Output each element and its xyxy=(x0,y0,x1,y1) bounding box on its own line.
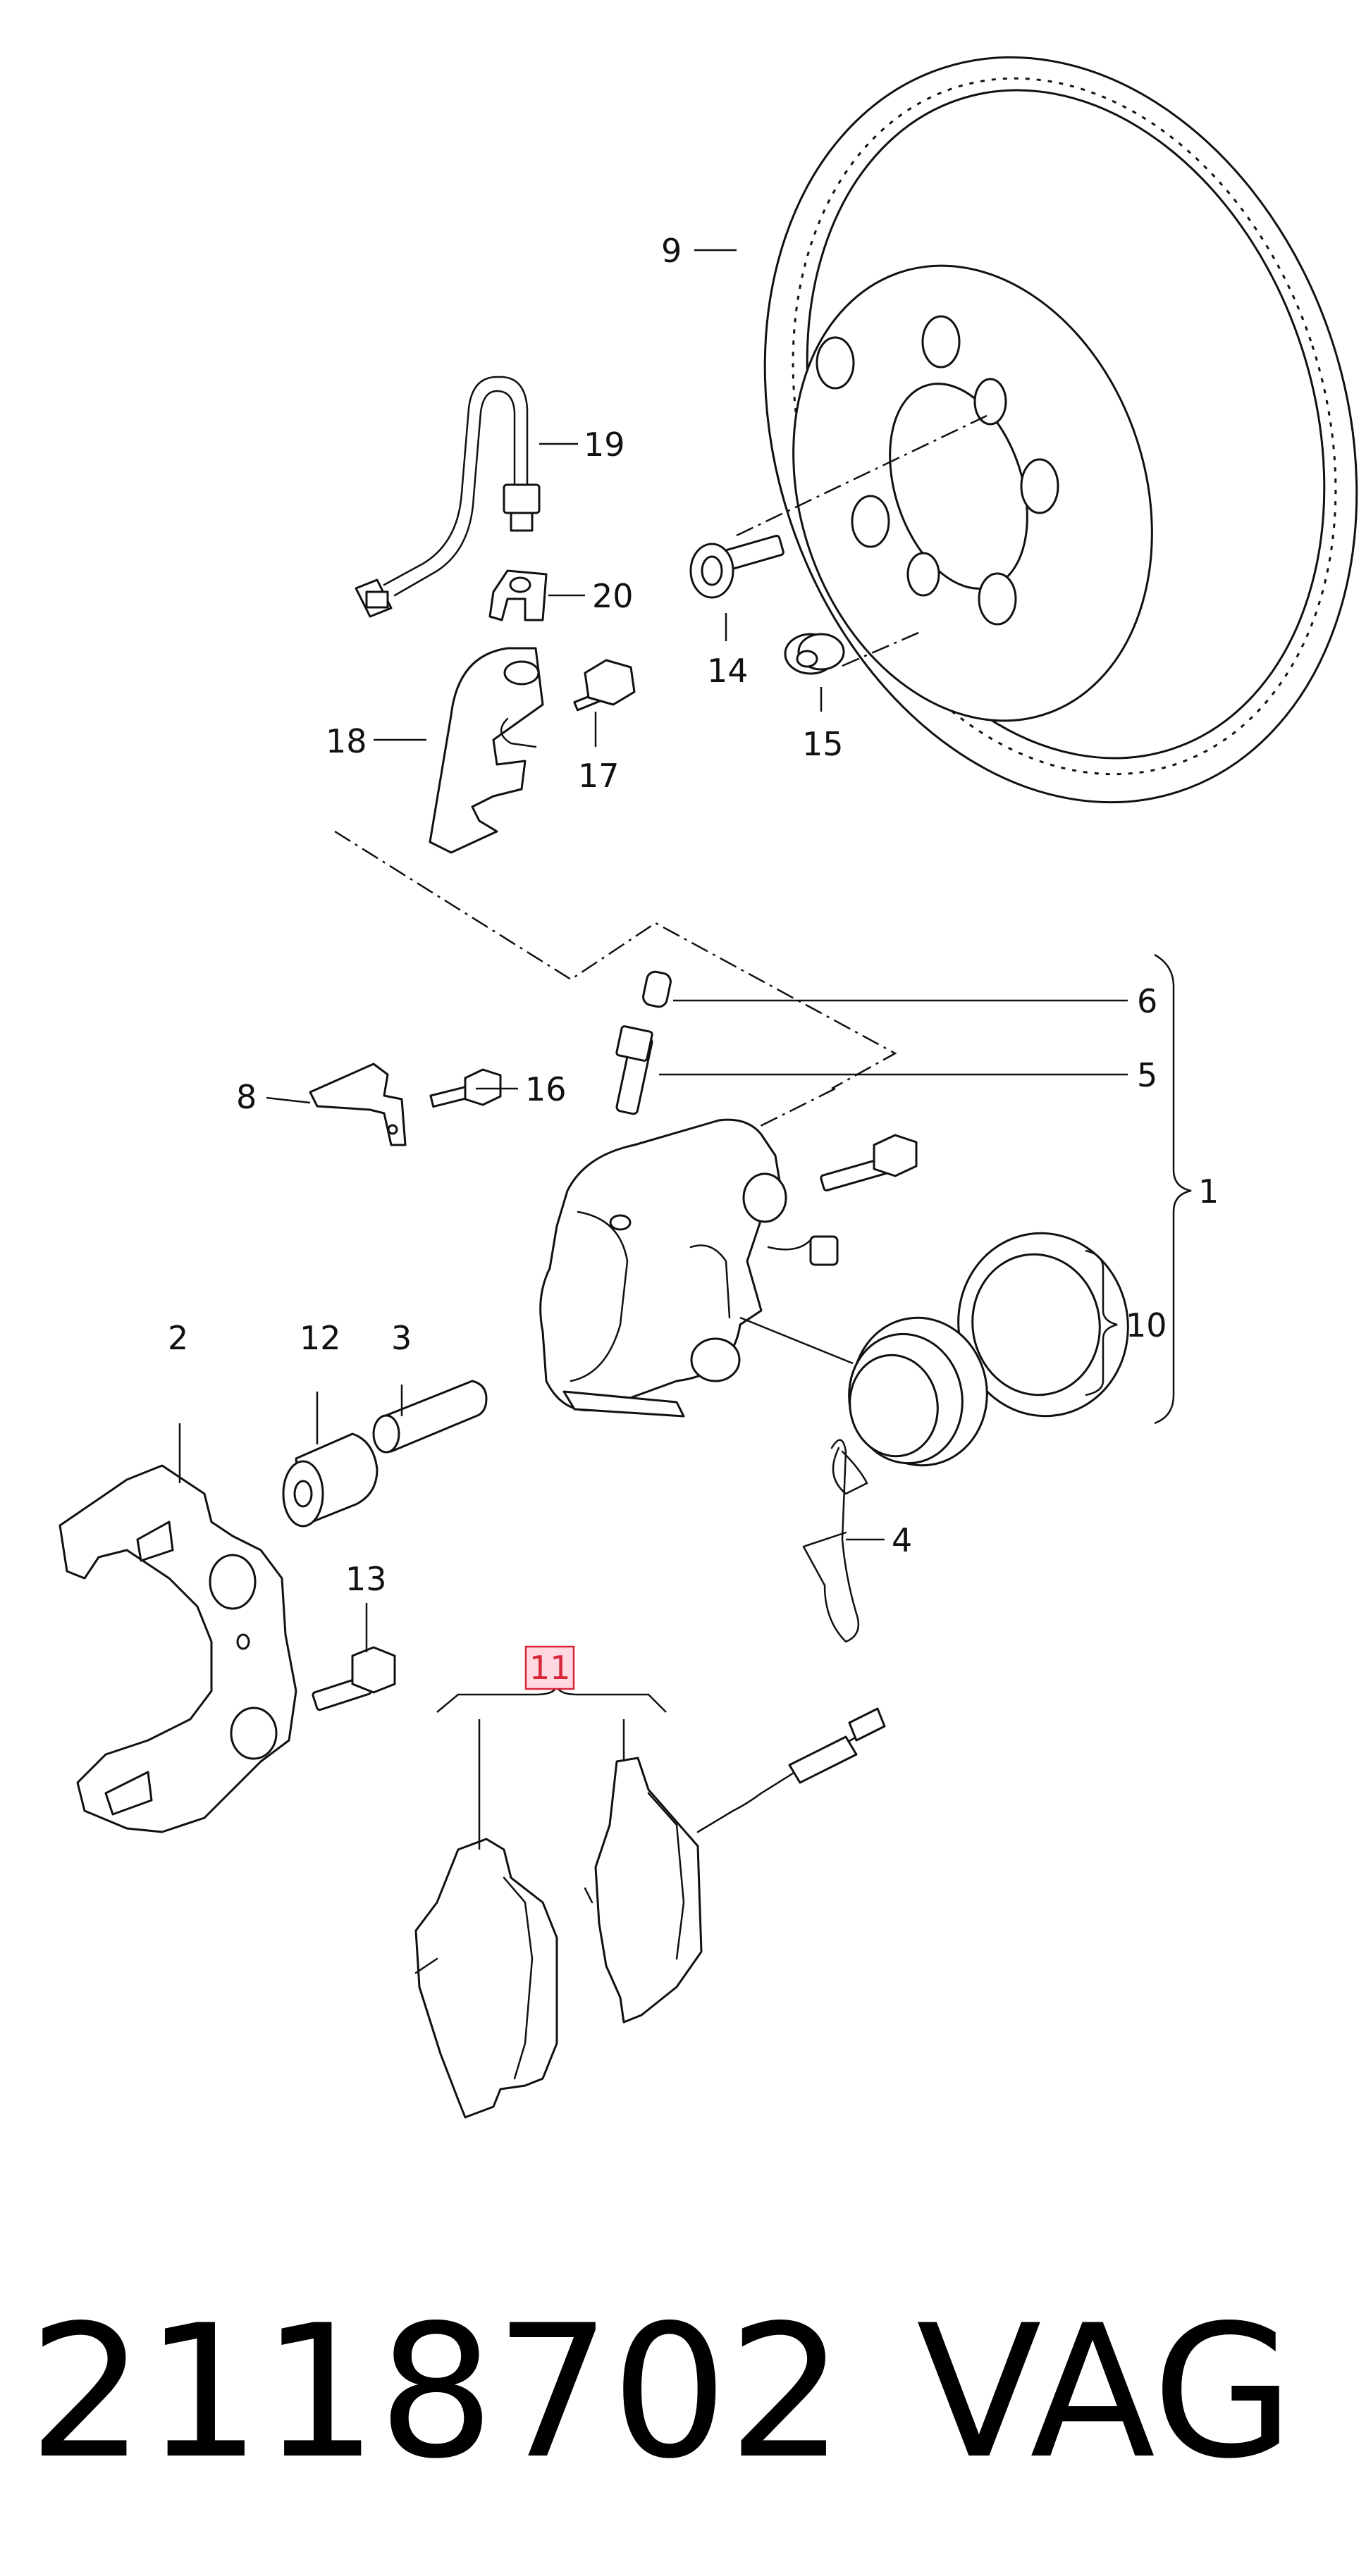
bleed-screw xyxy=(615,1025,653,1115)
callout-13: 13 xyxy=(345,1560,387,1598)
callout-20: 20 xyxy=(592,577,634,615)
brake-pad-right xyxy=(584,1707,886,2024)
hose-bracket xyxy=(429,647,544,854)
retaining-plate xyxy=(309,1063,407,1146)
caliper-bolt xyxy=(820,1134,918,1191)
callout-8: 8 xyxy=(236,1078,257,1116)
wear-sensor-lead xyxy=(767,1235,839,1266)
disc-screw xyxy=(689,534,784,599)
piston-seal-kit xyxy=(848,1232,1129,1467)
brand-name: VAG xyxy=(916,2286,1294,2499)
callout-16: 16 xyxy=(525,1070,567,1108)
carrier-bolt xyxy=(312,1646,396,1711)
brake-caliper xyxy=(539,1118,787,1418)
callout-3: 3 xyxy=(391,1319,412,1357)
callout-17: 17 xyxy=(578,757,620,795)
callout-10: 10 xyxy=(1126,1306,1167,1344)
callout-5: 5 xyxy=(1137,1056,1157,1094)
callout-12: 12 xyxy=(300,1319,341,1357)
callout-18: 18 xyxy=(326,722,367,760)
plate-bolt xyxy=(429,1068,502,1108)
callout-4: 4 xyxy=(892,1521,912,1559)
brake-hose xyxy=(355,376,541,618)
callout-11-highlight: 11 xyxy=(524,1645,575,1690)
hose-clip xyxy=(488,569,548,621)
callout-15: 15 xyxy=(802,725,844,763)
callout-19: 19 xyxy=(584,426,625,464)
bleed-cap xyxy=(642,970,672,1008)
callout-11: 11 xyxy=(529,1649,571,1687)
spring-clip xyxy=(802,1439,868,1643)
guide-bush xyxy=(282,1432,379,1528)
locating-pin xyxy=(784,633,845,675)
bracket-bolt xyxy=(573,659,636,712)
brake-pad-left xyxy=(414,1838,558,2119)
guide-pin xyxy=(372,1380,488,1454)
callout-9: 9 xyxy=(661,232,682,270)
callout-1: 1 xyxy=(1198,1172,1219,1210)
callout-14: 14 xyxy=(707,652,749,690)
part-number: 2118702 xyxy=(28,2286,844,2499)
callout-6: 6 xyxy=(1137,982,1157,1020)
callout-2: 2 xyxy=(168,1319,188,1357)
caliper-carrier xyxy=(59,1464,297,1833)
brake-disc xyxy=(763,56,1358,804)
